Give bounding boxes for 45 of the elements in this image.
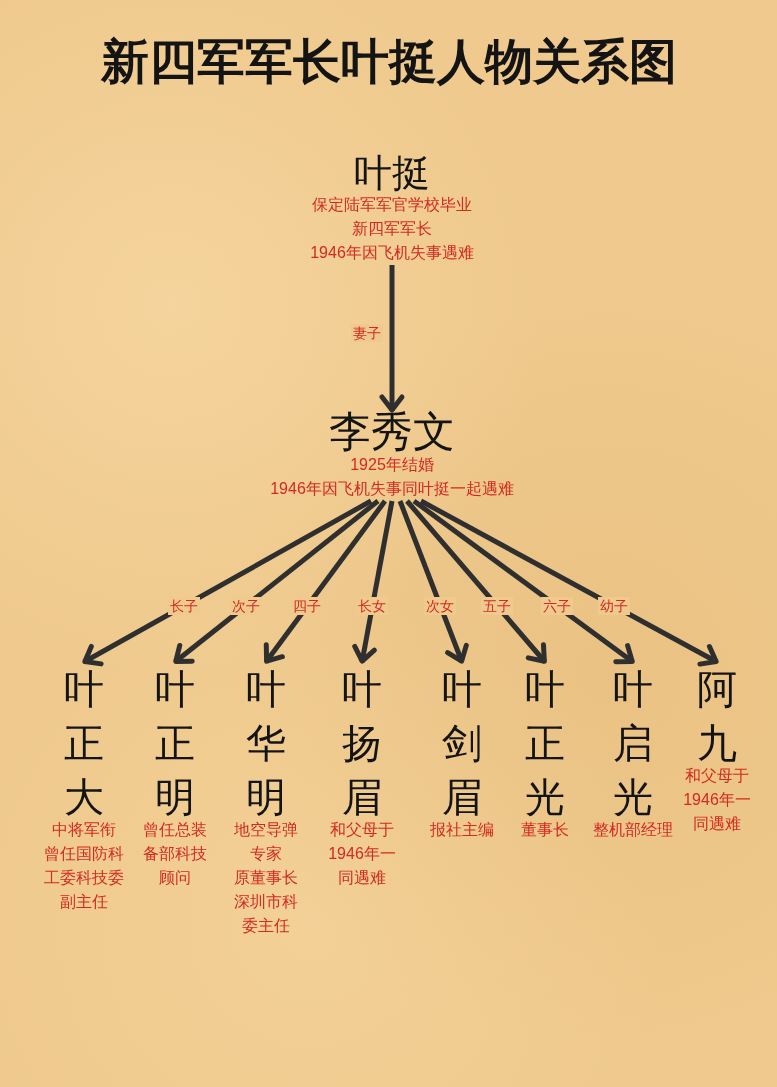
person-name: 叶华明 — [246, 666, 286, 821]
note-text: 报社主编 — [429, 820, 495, 840]
note-text: 整机部经理 — [592, 820, 674, 840]
note-text: 和父母于1946年一同遇难 — [327, 820, 397, 888]
note-text: 和父母于1946年一同遇难 — [682, 766, 752, 834]
person-name: 叶挺 — [354, 153, 430, 193]
person-name: 叶正光 — [525, 666, 565, 821]
note-text: 董事长 — [520, 820, 570, 840]
note-text: 曾任国防科工委科技委副主任 — [43, 844, 125, 912]
arrow — [263, 499, 387, 664]
arrow — [412, 499, 635, 665]
edge-label: 六子 — [540, 597, 573, 615]
title-text: 新四军军长叶挺人物关系图 — [100, 34, 677, 90]
person-name: 叶扬眉 — [342, 666, 382, 821]
edge-label: 五子 — [481, 597, 513, 615]
edge-label: 次女 — [424, 597, 457, 615]
edge-label: 幼子 — [598, 597, 631, 615]
edge-label: 四子 — [291, 597, 324, 615]
person-name: 叶正大 — [64, 666, 104, 821]
note-text: 曾任总装备部科技顾问 — [142, 820, 208, 888]
arrow — [352, 500, 395, 664]
note-text: 保定陆军军官学校毕业 — [311, 195, 473, 215]
note-text: 1946年因飞机失事遇难 — [309, 243, 475, 263]
person-name: 李秀文 — [329, 411, 455, 453]
arrow — [82, 498, 373, 667]
note-text: 地空导弹专家 — [233, 820, 299, 864]
edge-label: 次子 — [229, 597, 262, 615]
note-text: 1946年因飞机失事同叶挺一起遇难 — [269, 479, 515, 499]
edge-label: 长女 — [356, 597, 389, 615]
note-text: 原董事长 — [233, 868, 299, 888]
person-name: 叶正明 — [155, 666, 195, 821]
arrow — [379, 265, 405, 413]
note-text: 深圳市科委主任 — [233, 892, 299, 936]
edge-label: 妻子 — [351, 324, 383, 342]
person-name: 阿九 — [697, 666, 737, 767]
person-name: 叶启光 — [613, 666, 653, 821]
note-text: 新四军军长 — [351, 219, 433, 239]
note-text: 中将军衔 — [51, 820, 117, 840]
person-name: 叶剑眉 — [442, 666, 482, 821]
arrow — [173, 499, 380, 664]
edge-label: 长子 — [167, 597, 200, 615]
note-text: 1925年结婚 — [349, 455, 435, 475]
arrow — [397, 500, 469, 664]
arrow — [405, 499, 547, 664]
arrow — [419, 498, 719, 667]
